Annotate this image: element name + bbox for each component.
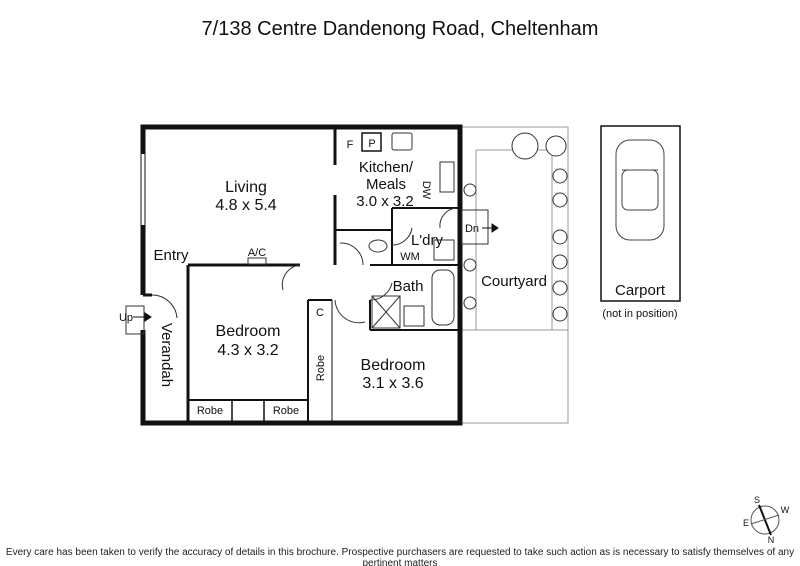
sink-icon	[439, 161, 455, 193]
stairs-icon	[461, 209, 489, 245]
laundry-label: L'dry	[411, 232, 444, 249]
shower-icon	[371, 295, 401, 329]
fridge-label: F	[347, 139, 354, 151]
up-label: Up	[119, 312, 133, 324]
living-size: 4.8 x 5.4	[215, 197, 276, 214]
door-swings	[151, 207, 457, 324]
down-label: Dn	[465, 223, 479, 235]
dishwasher-label: DW	[420, 181, 432, 200]
fixture-labels: F P DW WM A/C C Robe Robe Robe Up Dn	[119, 138, 479, 417]
bathtub-icon	[431, 269, 455, 326]
robe-label-1: Robe	[197, 405, 223, 417]
compass-e: E	[743, 518, 749, 528]
bedroom2-label: Bedroom	[361, 357, 426, 374]
courtyard-label: Courtyard	[481, 273, 547, 290]
bedroom1-size: 4.3 x 3.2	[217, 342, 278, 359]
carport-note: (not in position)	[602, 308, 677, 320]
disclaimer: Every care has been taken to verify the …	[5, 547, 795, 566]
kitchen-size: 3.0 x 3.2	[356, 193, 414, 210]
living-label: Living	[225, 179, 267, 196]
washing-machine-label: WM	[400, 251, 420, 263]
compass-icon: S W E N	[743, 495, 790, 545]
page-title: 7/138 Centre Dandenong Road, Cheltenham	[201, 18, 599, 40]
verandah-label: Verandah	[158, 323, 175, 387]
pantry-label: P	[368, 138, 375, 150]
bath-label: Bath	[393, 278, 424, 295]
arrows	[133, 223, 499, 322]
walls	[140, 124, 463, 426]
compass-s: S	[754, 495, 760, 505]
step-icon	[125, 305, 145, 335]
cupboard-label: C	[316, 307, 324, 319]
room-labels: Living 4.8 x 5.4 Kitchen/ Meals 3.0 x 3.…	[153, 159, 677, 392]
fixtures	[125, 132, 489, 335]
aircon-icon	[247, 257, 267, 265]
bedroom1-label: Bedroom	[216, 323, 281, 340]
compass-n: N	[768, 535, 775, 545]
robe-label-3: Robe	[315, 355, 327, 381]
kitchen-label: Kitchen/	[359, 159, 414, 176]
toilet-icon	[368, 239, 388, 253]
compass-w: W	[781, 505, 790, 515]
kitchen-label-2: Meals	[366, 176, 406, 193]
carport	[600, 125, 681, 302]
aircon-label: A/C	[248, 247, 266, 259]
tree-icons	[463, 132, 568, 322]
vanity-icon	[403, 305, 425, 327]
carport-label: Carport	[615, 282, 666, 299]
trough-icon	[433, 239, 455, 261]
cooktop-icon	[391, 132, 413, 151]
bedroom2-size: 3.1 x 3.6	[362, 375, 423, 392]
car-icon	[615, 139, 665, 241]
entry-label: Entry	[153, 247, 189, 264]
robe-label-2: Robe	[273, 405, 299, 417]
